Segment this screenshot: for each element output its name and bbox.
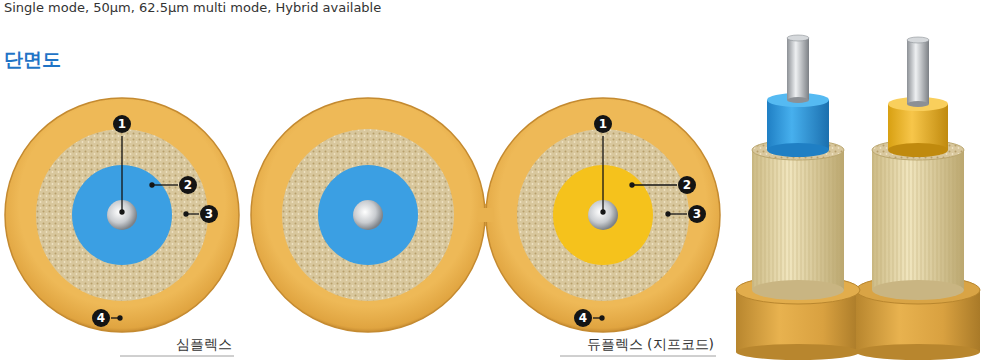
callout-number: 2: [179, 176, 197, 194]
callout-number: 1: [594, 115, 612, 133]
callout-number: 4: [574, 309, 592, 327]
callout-number: 3: [200, 205, 218, 223]
spec-note: Single mode, 50μm, 62.5μm multi mode, Hy…: [4, 0, 381, 15]
cable-3d: [736, 35, 980, 360]
section-caption: 심플렉스: [176, 336, 232, 354]
callout-number: 1: [113, 115, 131, 133]
section-caption: 듀플렉스 (지프코드): [587, 336, 714, 354]
duplex-section: [251, 98, 720, 332]
callout-number: 4: [92, 309, 110, 327]
callout-number: 2: [678, 176, 696, 194]
section-title: 단면도: [4, 47, 61, 73]
callout-number: 3: [688, 205, 706, 223]
leader-lines: [111, 136, 716, 356]
simplex-section: [5, 98, 239, 332]
